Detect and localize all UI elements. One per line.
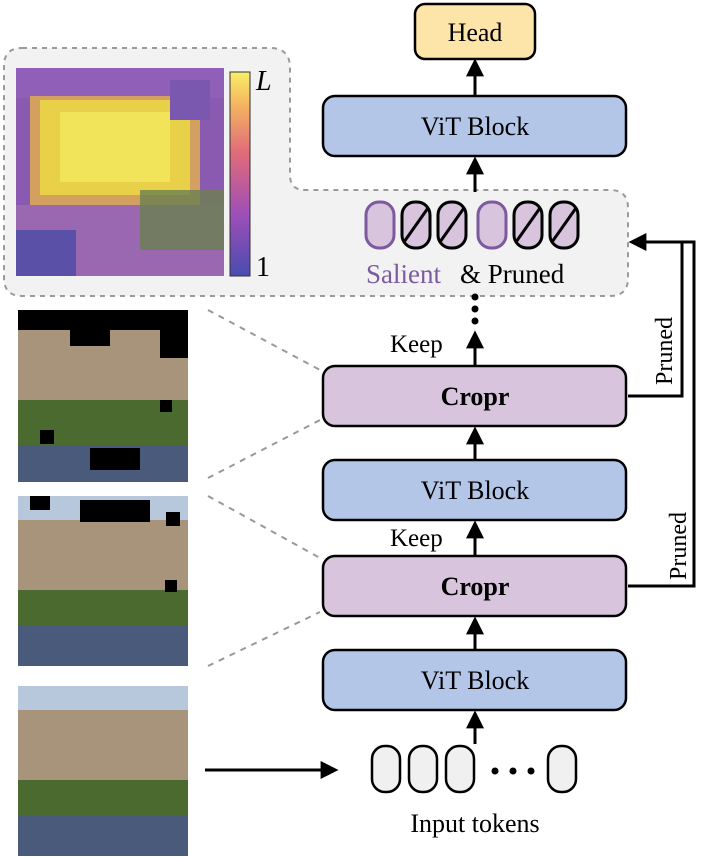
salient-label: Salient xyxy=(366,259,441,289)
pruned-panel-label: & Pruned xyxy=(460,259,565,289)
input-tokens-label: Input tokens xyxy=(410,809,539,838)
head-label: Head xyxy=(448,18,503,47)
cropr-block-top-label: Cropr xyxy=(441,382,510,411)
vit-block-mid-label: ViT Block xyxy=(421,476,529,505)
cropr-block-top xyxy=(321,364,628,428)
vit-block-bottom-label: ViT Block xyxy=(421,666,529,695)
castle-image-pruned-heavy xyxy=(18,310,188,482)
salient-pruned-tokens xyxy=(364,200,580,250)
vit-block-top-label: ViT Block xyxy=(421,112,529,141)
vit-block-mid xyxy=(321,458,628,522)
saliency-heatmap xyxy=(16,68,224,276)
pruned-path-bottom xyxy=(628,233,696,588)
castle-image-input xyxy=(18,686,188,856)
pruned-path-top xyxy=(628,242,684,398)
input-tokens xyxy=(370,744,578,794)
ellipsis-dot xyxy=(471,317,479,325)
ellipsis-dot xyxy=(527,767,535,775)
pruned-label-bottom: Pruned xyxy=(666,512,692,580)
pruned-label-top: Pruned xyxy=(652,317,678,385)
dashed-connectors xyxy=(207,309,321,667)
cropr-block-bottom-label: Cropr xyxy=(441,572,510,601)
colorbar-max-label: L xyxy=(255,66,272,97)
ellipsis-dot xyxy=(471,305,479,313)
vit-block-bottom xyxy=(321,648,628,712)
keep-label-bottom: Keep xyxy=(390,525,443,552)
colorbar xyxy=(229,71,251,277)
ellipsis-dot xyxy=(509,767,517,775)
keep-label-top: Keep xyxy=(390,331,443,358)
ellipsis-dot xyxy=(471,293,479,301)
castle-image-pruned-light xyxy=(18,496,188,666)
colorbar-min-label: 1 xyxy=(256,252,270,283)
cropr-block-bottom xyxy=(321,554,628,618)
ellipsis-dot xyxy=(491,767,499,775)
